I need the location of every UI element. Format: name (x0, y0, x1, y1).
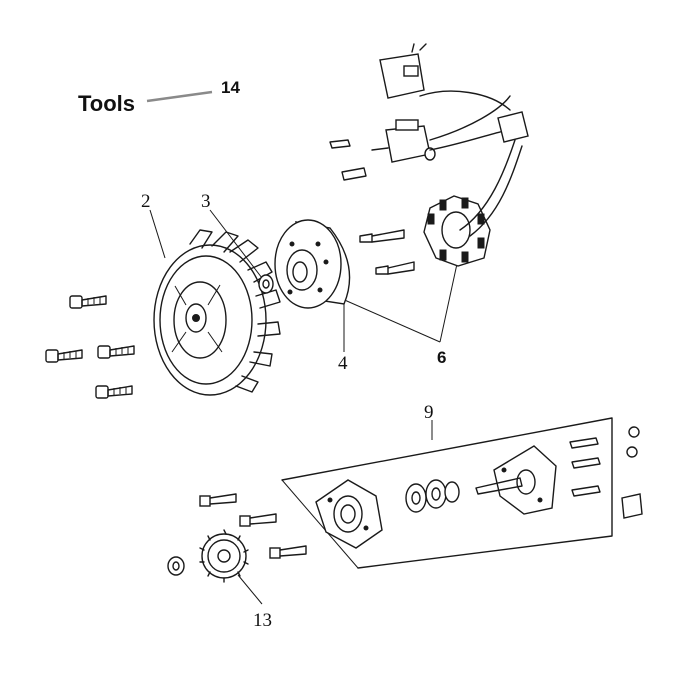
callout-13: 13 (253, 610, 272, 631)
drive-sprocket (167, 529, 249, 583)
leader-3 (209, 209, 263, 279)
pickup-coil (329, 119, 436, 181)
bracket-bolts-right (569, 437, 601, 497)
stator-coil (423, 195, 491, 267)
fan-bolt-4 (95, 385, 133, 399)
callout-9: 9 (424, 402, 434, 423)
callout-2: 2 (141, 191, 151, 212)
diagram-title: Tools (78, 91, 135, 116)
callout-14: 14 (221, 78, 240, 97)
callout-4: 4 (338, 353, 348, 374)
bracket-assembly-outline (281, 417, 613, 569)
callout-3: 3 (201, 191, 211, 212)
cooling-fan (153, 229, 281, 396)
washers (621, 426, 643, 519)
fan-bolt-3 (97, 345, 135, 359)
leader-2 (149, 209, 166, 259)
leader-13 (237, 574, 263, 605)
bearing-plate (315, 479, 383, 549)
callout-6: 6 (437, 348, 446, 367)
flywheel-nut (258, 274, 274, 294)
wire-harness (379, 43, 529, 237)
bracket-bolts-left (199, 493, 307, 559)
fan-bolt-1 (69, 295, 107, 309)
shaft-plate (475, 445, 557, 515)
stator-bolts (359, 229, 415, 275)
callout-line-14 (146, 90, 213, 103)
fan-bolt-2 (45, 349, 83, 363)
flywheel-rotor (274, 219, 351, 309)
bearing-set (405, 479, 460, 513)
leader-6a (339, 297, 441, 343)
